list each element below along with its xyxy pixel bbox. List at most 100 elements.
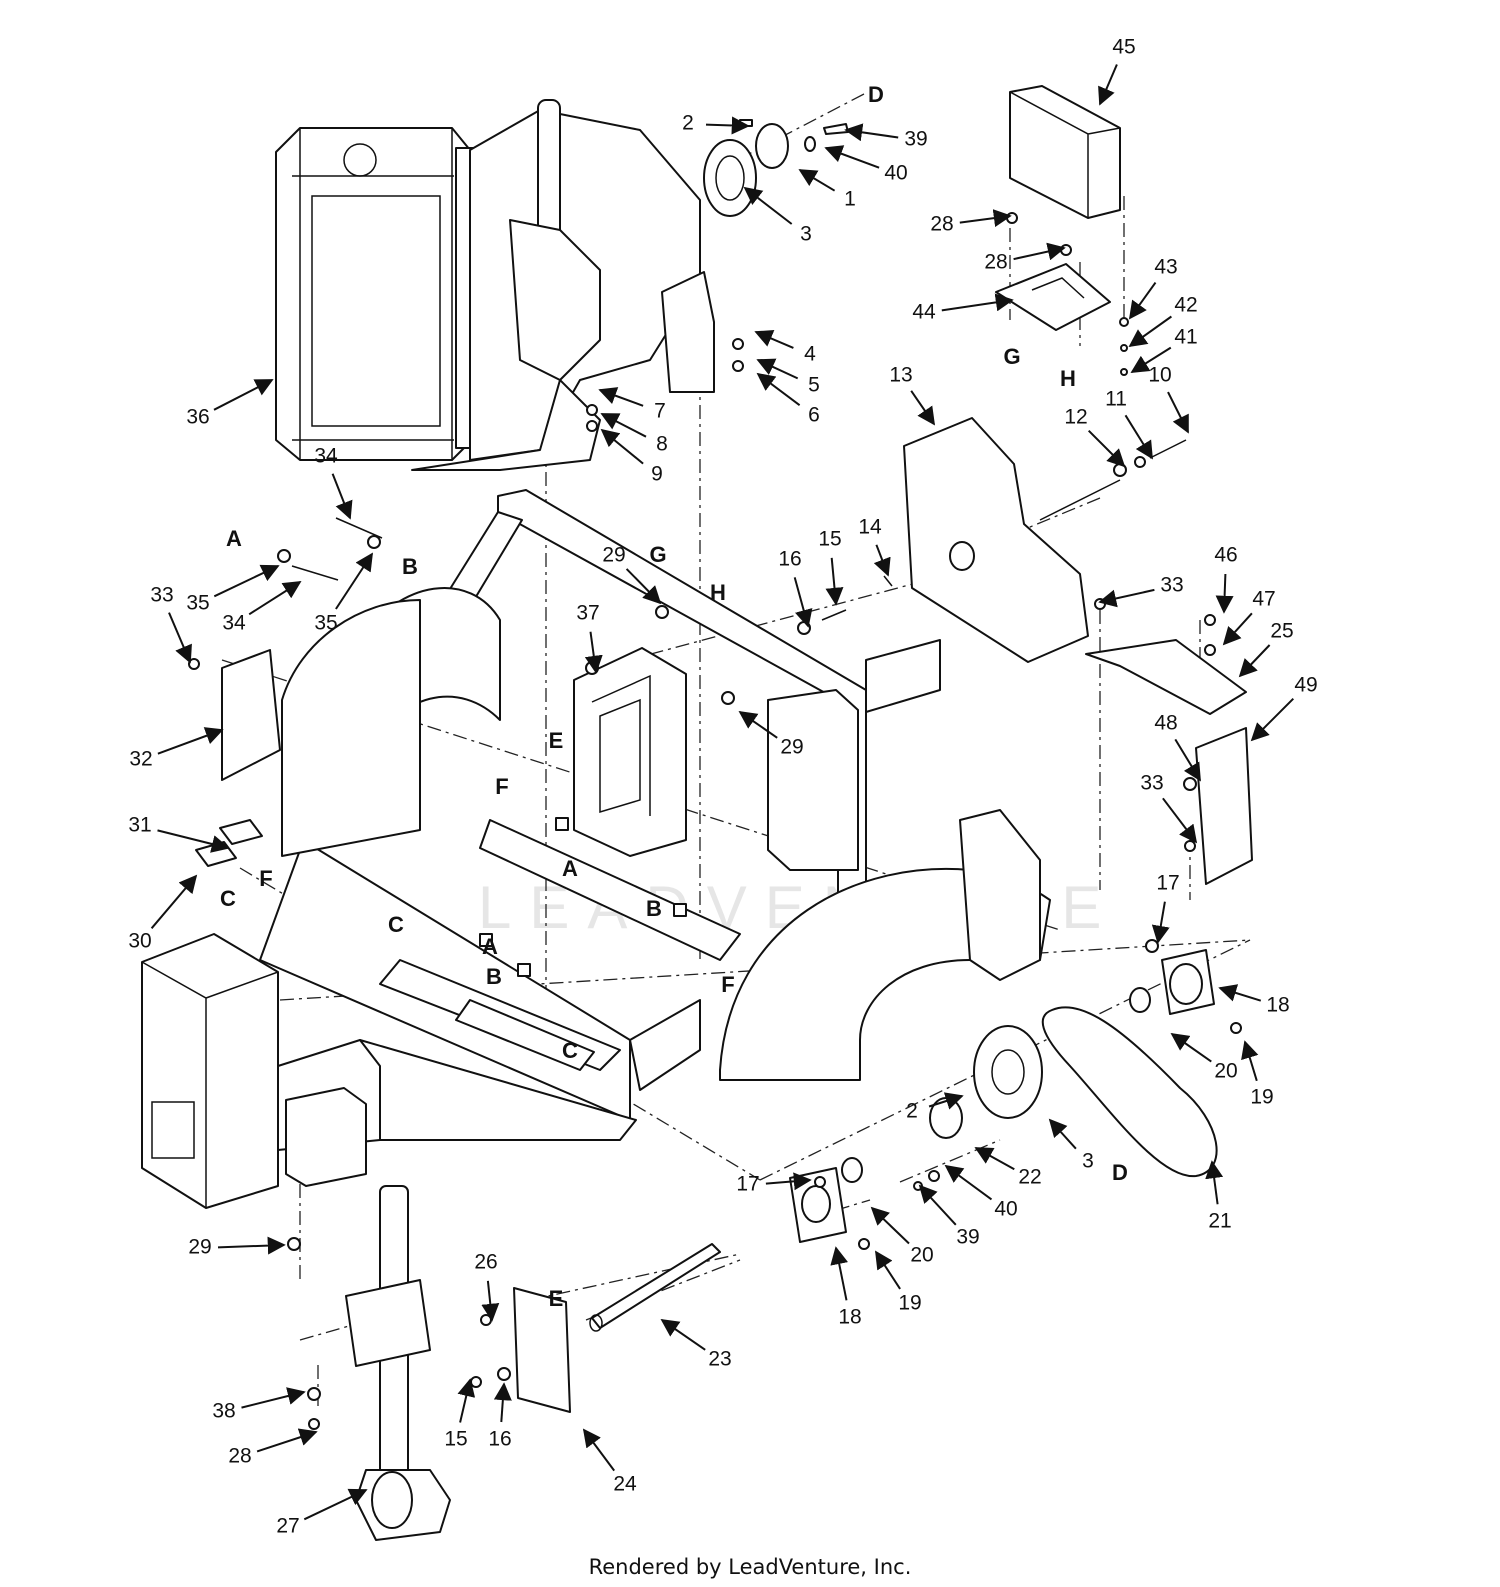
leader-arrow-36	[213, 379, 274, 411]
leader-arrow-2b	[928, 1092, 964, 1110]
part-label-23: 23	[708, 1348, 731, 1371]
covers	[195, 639, 1253, 885]
leader-arrow-22	[974, 1147, 1015, 1171]
tongue-jack	[345, 1185, 451, 1541]
leader-arrow-18b	[830, 1246, 849, 1301]
part-label-26: 26	[474, 1251, 497, 1274]
leader-arrow-1	[798, 169, 836, 192]
part-label-18b: 18	[838, 1306, 861, 1329]
part-label-2b: 2	[906, 1100, 918, 1123]
part-label-16b: 16	[488, 1428, 511, 1451]
leader-arrow-16b	[493, 1382, 512, 1423]
reference-letter-H1: H	[1060, 366, 1076, 391]
part-label-6: 6	[808, 404, 820, 427]
part-label-14: 14	[858, 516, 882, 539]
part-label-3a: 3	[800, 223, 812, 246]
reference-letter-A1: A	[226, 526, 242, 551]
part-label-34a: 34	[314, 445, 338, 468]
leader-arrow-35b	[335, 552, 373, 610]
hardware	[188, 212, 1242, 1430]
part-label-35b: 35	[314, 612, 337, 635]
main-frame	[259, 489, 1051, 1141]
part-label-46: 46	[1214, 544, 1237, 567]
part-label-10: 10	[1148, 364, 1171, 387]
leader-arrow-39a	[844, 123, 899, 142]
reference-letter-D2: D	[1112, 1160, 1128, 1185]
leader-arrow-33a	[168, 612, 192, 664]
leader-arrow-28c	[256, 1428, 318, 1453]
leader-arrow-4	[754, 330, 794, 349]
leader-arrow-47	[1222, 612, 1253, 646]
footer-credit: Rendered by LeadVenture, Inc.	[589, 1555, 912, 1579]
part-label-28c: 28	[228, 1445, 251, 1468]
part-label-42: 42	[1174, 294, 1197, 317]
leader-arrow-46	[1215, 573, 1234, 614]
leader-arrow-17a	[1151, 901, 1170, 944]
leader-arrow-2a	[705, 116, 750, 135]
leader-arrow-33b	[1098, 588, 1155, 608]
part-label-19b: 19	[898, 1292, 921, 1315]
reference-letter-A3: A	[482, 934, 498, 959]
part-label-30: 30	[128, 930, 151, 953]
leader-arrow-38	[241, 1387, 306, 1409]
part-label-47: 47	[1252, 588, 1275, 611]
reference-letter-F1: F	[495, 774, 508, 799]
part-label-27: 27	[276, 1515, 299, 1538]
leader-arrow-48	[1174, 738, 1201, 782]
part-label-20b: 20	[910, 1244, 933, 1267]
part-label-41: 41	[1174, 326, 1197, 349]
reference-letter-G2: G	[649, 542, 666, 567]
leader-arrow-42	[1128, 315, 1172, 348]
part-label-9: 9	[651, 463, 663, 486]
part-label-33a: 33	[150, 584, 173, 607]
leader-arrow-5	[756, 358, 799, 380]
part-label-3b: 3	[1082, 1150, 1094, 1173]
part-label-29c: 29	[188, 1236, 211, 1259]
part-label-28a: 28	[930, 213, 953, 236]
part-label-49: 49	[1294, 674, 1317, 697]
part-label-19a: 19	[1250, 1086, 1273, 1109]
reference-letter-B2: B	[646, 896, 662, 921]
part-label-17a: 17	[1156, 872, 1179, 895]
reference-letter-C1: C	[220, 886, 236, 911]
leader-arrow-43	[1128, 282, 1157, 320]
leader-arrow-34a	[331, 473, 353, 520]
part-labels: 1234567891011121314151617171818191920202…	[128, 36, 1317, 1538]
leader-arrow-41	[1130, 346, 1172, 373]
reference-letter-G1: G	[1003, 344, 1020, 369]
part-label-33c: 33	[1140, 772, 1163, 795]
part-label-40a: 40	[884, 162, 907, 185]
part-label-36: 36	[186, 406, 209, 429]
part-label-31: 31	[128, 814, 151, 837]
part-label-38: 38	[212, 1400, 235, 1423]
leader-arrow-11	[1124, 414, 1153, 460]
leader-arrow-3a	[743, 186, 793, 225]
part-label-4: 4	[804, 343, 816, 366]
leader-arrows	[150, 64, 1295, 1521]
leader-arrow-12	[1087, 429, 1126, 468]
reference-letter-A2: A	[562, 856, 578, 881]
hitch-tongue	[141, 933, 381, 1209]
part-label-7: 7	[654, 400, 666, 423]
leader-arrow-40b	[944, 1164, 993, 1201]
reference-letter-F2: F	[259, 866, 272, 891]
leader-arrow-24	[582, 1428, 616, 1472]
part-label-20a: 20	[1214, 1060, 1237, 1083]
reference-letter-C3: C	[562, 1038, 578, 1063]
top-pulley	[703, 119, 849, 217]
leader-arrow-16a	[793, 577, 813, 628]
part-label-39a: 39	[904, 128, 927, 151]
part-label-12: 12	[1064, 406, 1087, 429]
part-label-2a: 2	[682, 112, 694, 135]
part-label-43: 43	[1154, 256, 1177, 279]
part-label-48: 48	[1154, 712, 1177, 735]
leader-arrow-18a	[1218, 984, 1262, 1002]
reference-letter-F3: F	[721, 972, 734, 997]
part-label-15a: 15	[818, 528, 841, 551]
part-label-8: 8	[656, 433, 668, 456]
reference-letter-C2: C	[388, 912, 404, 937]
part-label-33b: 33	[1160, 574, 1183, 597]
part-label-45: 45	[1112, 36, 1135, 59]
part-label-17b: 17	[736, 1173, 759, 1196]
